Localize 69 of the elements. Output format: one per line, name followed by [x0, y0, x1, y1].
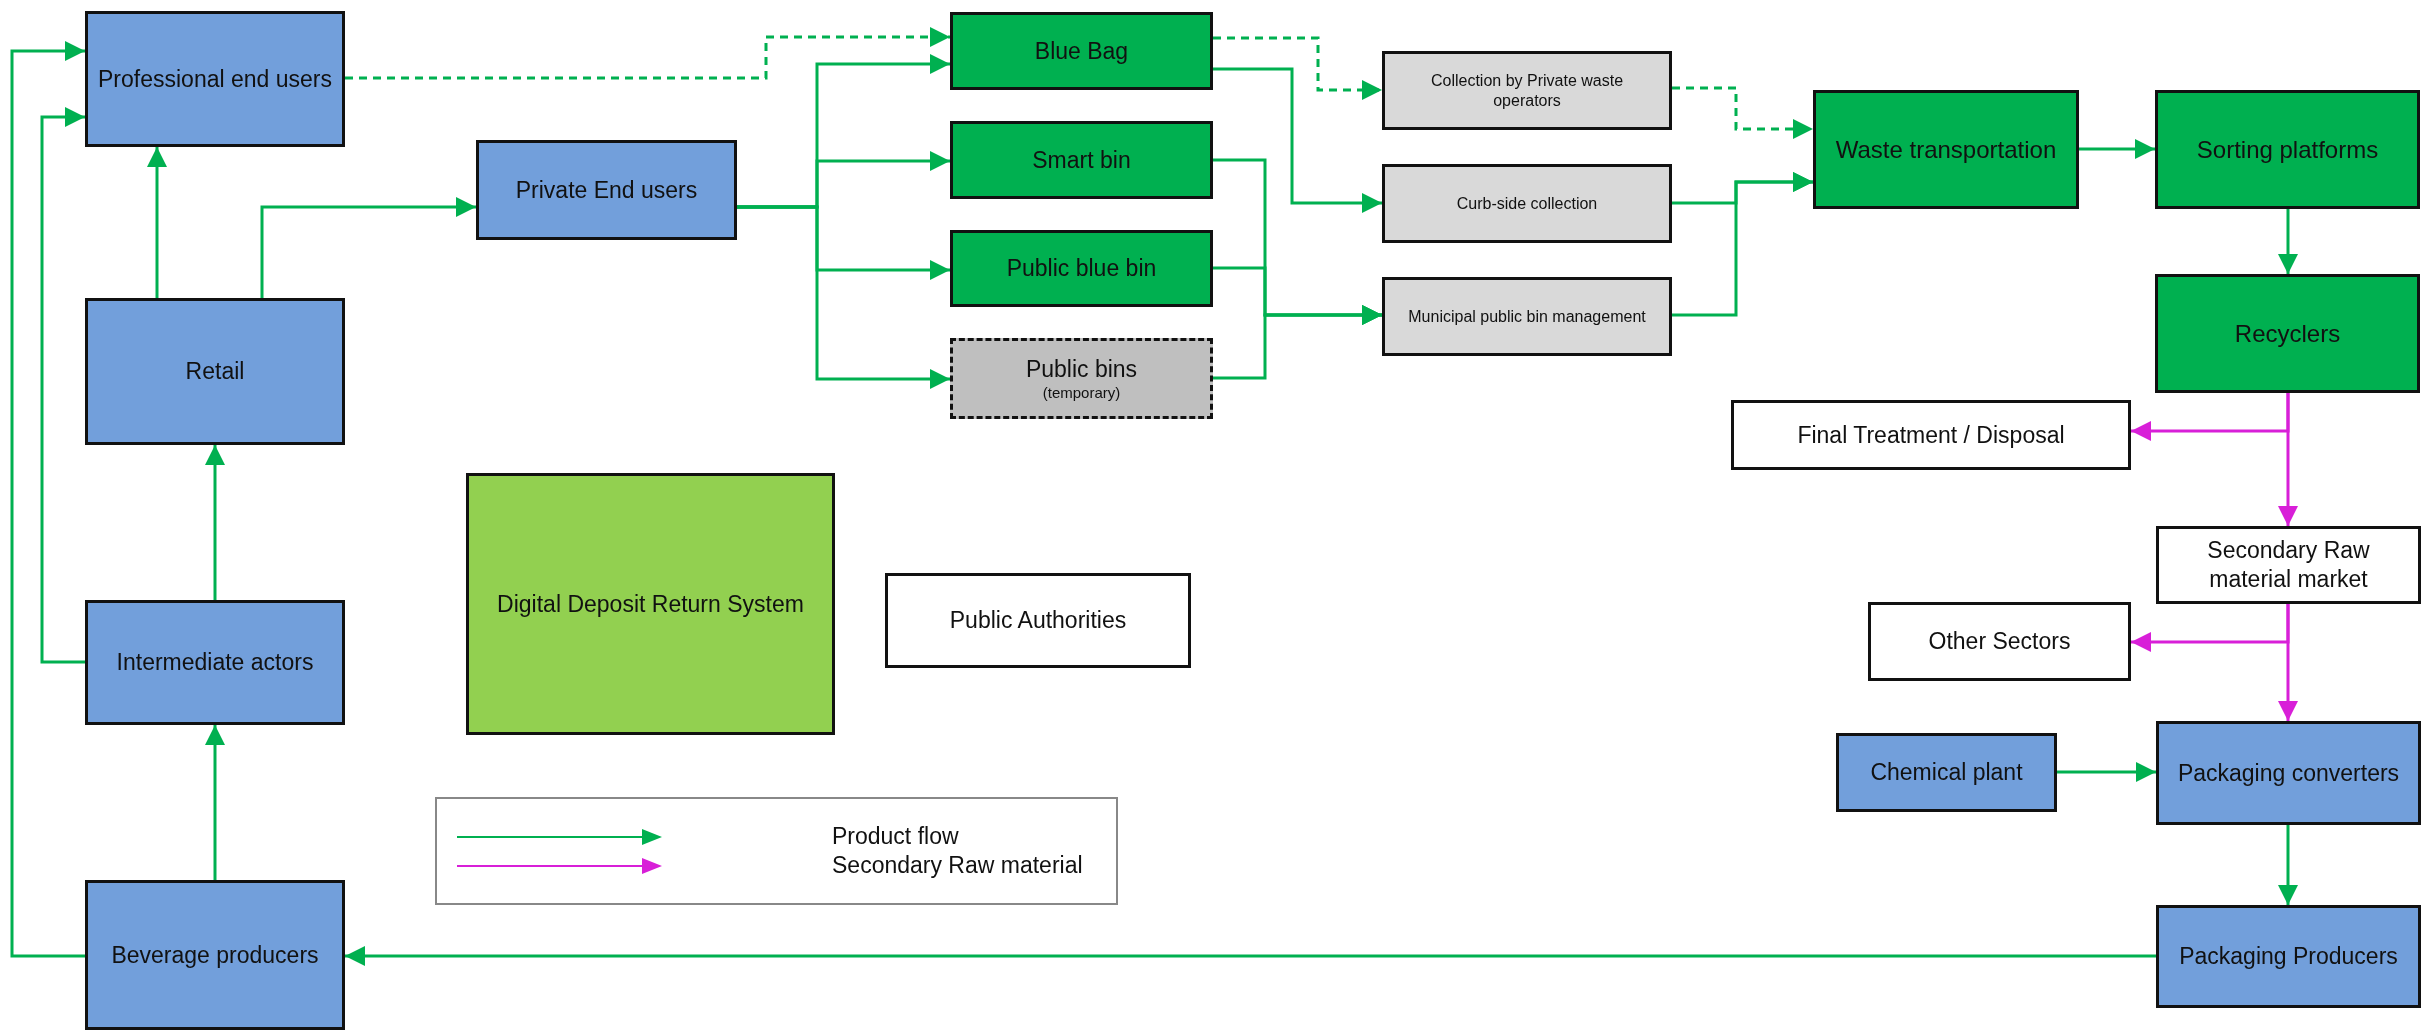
box-label: Retail	[185, 357, 245, 386]
process-box	[2155, 274, 2420, 393]
arrow	[260, 197, 476, 298]
process-box	[1731, 400, 2131, 470]
box-label: Sorting platforms	[2196, 134, 2379, 165]
arrow	[205, 725, 225, 880]
actor-box	[85, 11, 345, 147]
arrow	[1213, 305, 1382, 380]
box-label: Digital Deposit Return System	[497, 589, 804, 619]
box-label: Smart bin	[1032, 145, 1131, 175]
box-label: Other Sectors	[1928, 627, 2071, 656]
box-label: Public bins	[1025, 355, 1138, 384]
box-label: Recyclers	[2234, 318, 2341, 349]
box-label: Municipal public bin management	[1408, 306, 1646, 327]
process-box	[950, 121, 1213, 199]
arrow	[1213, 36, 1382, 100]
arrow	[737, 205, 950, 389]
box-label: Secondary Raw material market	[2206, 536, 2371, 594]
dashed-box	[950, 338, 1213, 419]
box-note: (temporary)	[1042, 383, 1121, 402]
box-label: Private End users	[515, 175, 698, 205]
box-label: Public blue bin	[1006, 254, 1157, 283]
arrow	[2057, 762, 2156, 782]
box-label: Final Treatment / Disposal	[1797, 420, 2065, 450]
arrow	[2278, 825, 2298, 905]
arrow	[345, 27, 950, 80]
arrow	[2278, 393, 2298, 526]
arrow	[1213, 67, 1382, 213]
system-box	[466, 473, 835, 735]
actor-box	[85, 600, 345, 725]
arrow	[2079, 139, 2155, 159]
box-label: Collection by Private waste operators	[1429, 70, 1625, 111]
process-box	[1868, 602, 2131, 681]
process-box	[2156, 526, 2421, 604]
box-label: Blue Bag	[1034, 36, 1129, 66]
arrow	[40, 107, 85, 664]
process-box	[1382, 51, 1672, 130]
arrow	[2278, 604, 2298, 721]
process-box	[950, 12, 1213, 90]
process-box	[1382, 277, 1672, 356]
box-label: Packaging converters	[2177, 758, 2400, 788]
arrow	[1672, 86, 1813, 139]
box-label: Chemical plant	[1870, 758, 2023, 787]
actor-box	[85, 880, 345, 1030]
box-label: Waste transportation	[1835, 134, 2057, 165]
actor-box	[85, 298, 345, 445]
process-box	[1382, 164, 1672, 243]
process-box	[950, 230, 1213, 307]
actor-box	[2156, 721, 2421, 825]
arrow	[147, 147, 167, 298]
process-box	[1813, 90, 2079, 209]
arrow	[2278, 209, 2298, 274]
legend-label: Product flow	[832, 823, 959, 850]
box-label: Professional end users	[98, 64, 332, 94]
process-box	[885, 573, 1191, 668]
box-label: Intermediate actors	[116, 648, 314, 677]
box-label: Curb-side collection	[1456, 193, 1598, 214]
arrow	[10, 41, 85, 958]
box-label: Packaging Producers	[2179, 942, 2398, 971]
actor-box	[2156, 905, 2421, 1008]
arrow	[1672, 172, 1813, 317]
legend-label: Secondary Raw material	[832, 852, 1083, 879]
box-label: Public Authorities	[949, 606, 1127, 635]
box-label: Beverage producers	[111, 940, 319, 970]
arrow	[205, 445, 225, 600]
arrow	[345, 946, 2156, 966]
actor-box	[1836, 733, 2057, 812]
actor-box	[476, 140, 737, 240]
process-box	[2155, 90, 2420, 209]
